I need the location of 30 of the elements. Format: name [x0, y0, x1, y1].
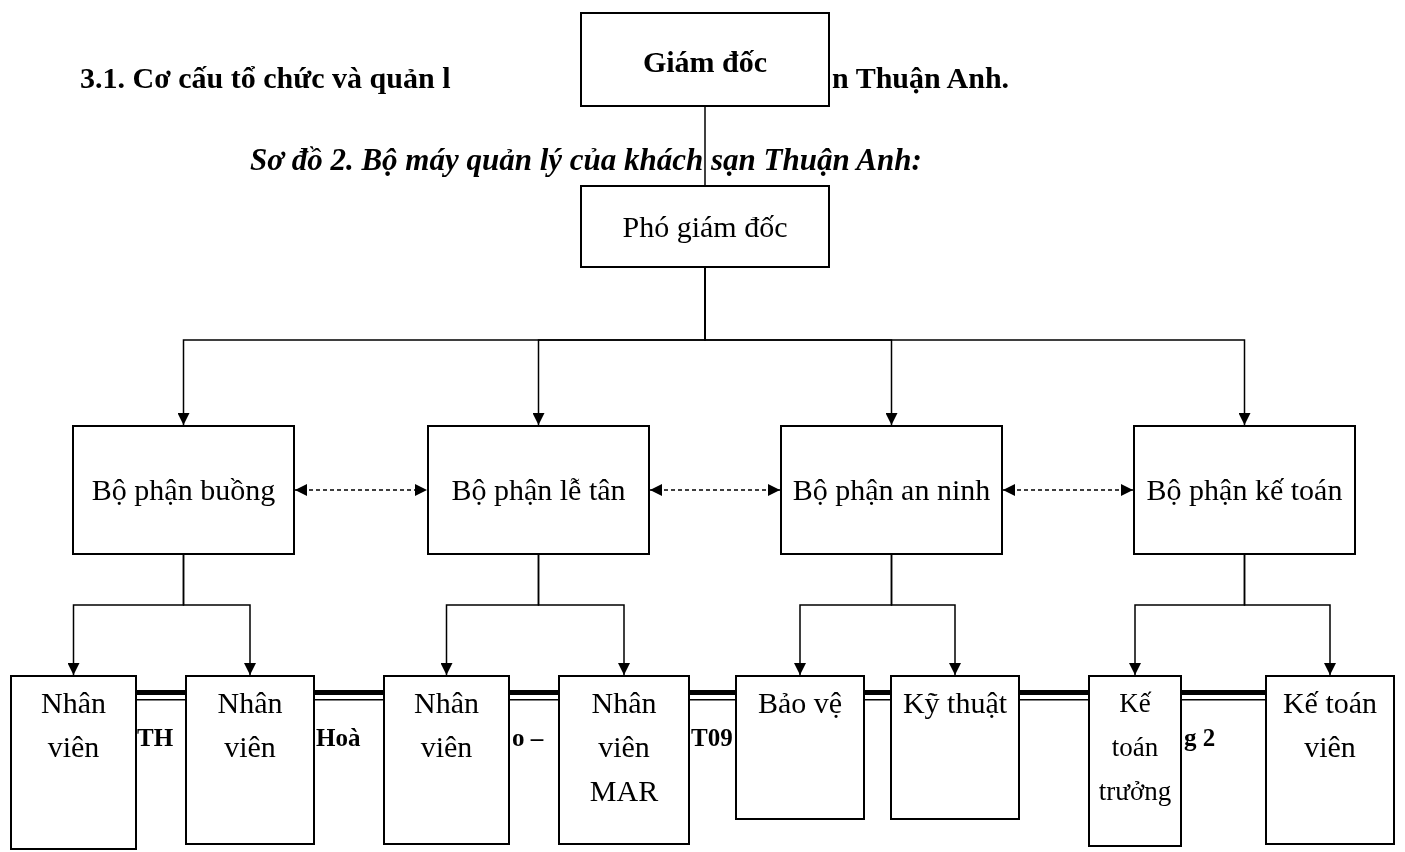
heading-text: TH — [137, 723, 174, 753]
org-box: Nhân viên — [10, 675, 137, 850]
org-box: Kế toán trưởng — [1088, 675, 1182, 847]
arrow — [890, 554, 961, 676]
org-box: Bộ phận buồng — [72, 425, 295, 555]
org-box: Bộ phận lễ tân — [427, 425, 650, 555]
org-box: Kế toán viên — [1265, 675, 1395, 845]
arrow — [537, 554, 630, 676]
connector-line — [704, 106, 706, 186]
heading-text: o – — [512, 723, 544, 753]
org-box: Nhân viên — [185, 675, 315, 845]
heading-text: Hoà — [316, 723, 361, 753]
arrow — [649, 484, 781, 496]
arrow — [1243, 554, 1336, 676]
arrow — [294, 484, 428, 496]
heading-text: 3.1. Cơ cấu tổ chức và quản l — [80, 60, 451, 96]
diagram-caption: Sơ đồ 2. Bộ máy quản lý của khách sạn Thuận Anh: — [250, 141, 922, 179]
heading-text: g 2 — [1184, 723, 1216, 753]
arrow — [1002, 484, 1134, 496]
org-box: Bảo vệ — [735, 675, 865, 820]
org-box: Kỹ thuật — [890, 675, 1020, 820]
org-box: Giám đốc — [580, 12, 830, 107]
org-box: Nhân viên MAR — [558, 675, 690, 845]
arrow — [182, 554, 256, 676]
org-box: Bộ phận kế toán — [1133, 425, 1356, 555]
org-box: Nhân viên — [383, 675, 510, 845]
org-box: Phó giám đốc — [580, 185, 830, 268]
heading-text: n Thuận Anh. — [832, 60, 1010, 96]
org-box: Bộ phận an ninh — [780, 425, 1003, 555]
heading-text: T09 — [691, 723, 733, 753]
